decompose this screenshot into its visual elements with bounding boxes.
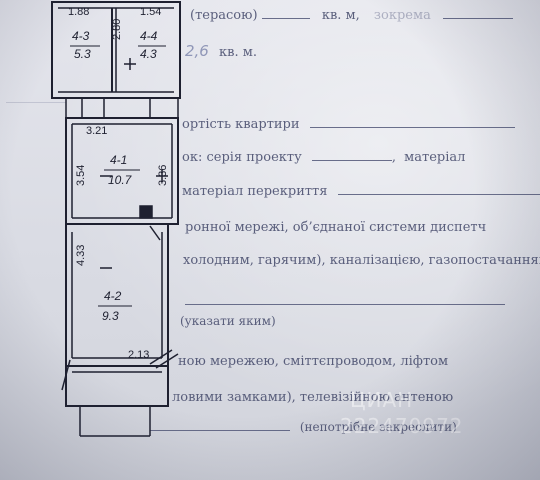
watermark-code: 222470972 [340,414,464,438]
room-4-1-id: 4-1 [110,153,127,167]
form-line-6: ронної мережі, об’єднаної системи диспет… [185,220,487,235]
room-4-2: 4-2 9.3 [98,289,132,323]
room-4-3: 4-3 5.3 [70,29,100,61]
form-line-5: матеріал перекриття [182,184,540,199]
dim-left-h1: 3.54 [75,165,87,186]
room-4-1-area: 10.7 [108,173,133,187]
dim-top-right: 1.54 [140,6,161,18]
room-4-4-area: 4.3 [140,47,157,61]
form-line-11: (непотрібне закреслити) [150,420,457,434]
form-line-1: (терасою) кв. м, зокрема [190,8,513,23]
form-line-8: (указати яким) [180,314,276,328]
room-4-3-id: 4-3 [72,29,90,43]
dim-left-h2: 4.33 [75,245,87,266]
dim-mid-width: 3.21 [86,125,107,137]
room-4-3-area: 5.3 [74,47,91,61]
form-line-blank [185,294,505,309]
handwritten-area: 2,6 [185,42,209,60]
dim-top-left: 1.88 [68,6,89,18]
room-4-2-id: 4-2 [104,289,122,303]
ghost-text [6,92,66,106]
form-line-7: холодним, гарячим), каналізацією, газопо… [183,253,540,268]
dim-right-h1: 3.36 [157,165,169,186]
form-line-3: ортість квартири [182,117,515,132]
form-line-2: 2,6 кв. м. [185,42,257,60]
room-4-1: 4-1 10.7 [104,153,140,187]
form-line-10: ловими замками), телевізійною антеною [172,390,454,405]
dim-partition: 2.80 [111,19,123,40]
room-4-2-area: 9.3 [102,309,119,323]
room-4-4-id: 4-4 [140,29,158,43]
form-line-4: ок: серія проекту , матеріал [182,150,466,165]
dim-bottom-width: 2.13 [128,349,149,361]
form-line-9: ною мережею, сміттєпроводом, ліфтом [178,354,449,369]
watermark-brand: ЦИАН [350,388,414,412]
room-4-4: 4-4 4.3 [138,29,166,61]
